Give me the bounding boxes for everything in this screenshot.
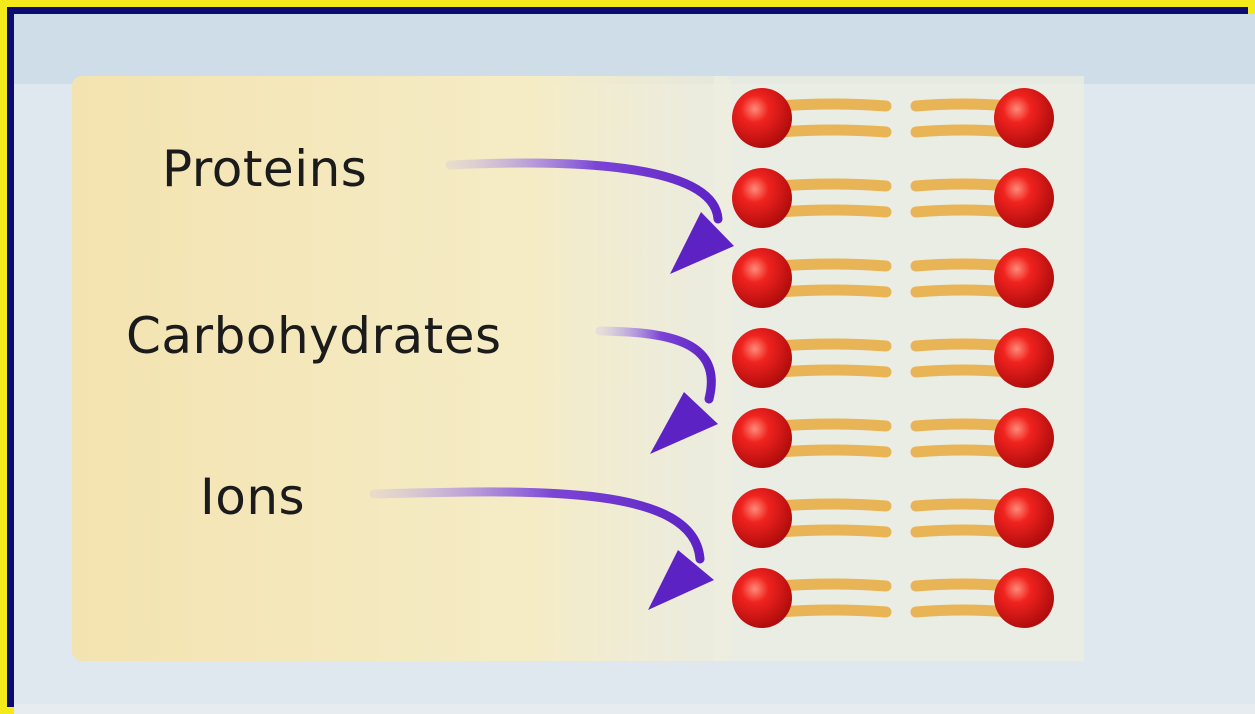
phosphate-head-left: [732, 488, 792, 548]
lipid-tail-right-upper: [916, 184, 1009, 186]
lipid-tail-left-lower: [779, 130, 886, 132]
lipid-tail-right-upper: [916, 344, 1009, 346]
lipid-tail-left-lower: [779, 210, 886, 212]
phosphate-head-right: [994, 248, 1054, 308]
lipid-tail-left-lower: [779, 290, 886, 292]
lipid-tail-right-upper: [916, 584, 1009, 586]
phosphate-head-right: [994, 168, 1054, 228]
lipid-tail-left-upper: [779, 264, 886, 266]
lipid-tail-right-lower: [916, 610, 1009, 612]
lipid-tail-left-lower: [779, 370, 886, 372]
membrane-diagram: Proteins Carbohydrates Ions: [14, 14, 1255, 714]
lipid-tail-right-lower: [916, 530, 1009, 532]
phosphate-head-left: [732, 328, 792, 388]
phosphate-head-right: [994, 88, 1054, 148]
label-ions: Ions: [200, 472, 305, 522]
bottom-edge: [14, 704, 1255, 714]
phosphate-head-right: [994, 488, 1054, 548]
phosphate-head-left: [732, 248, 792, 308]
label-carbohydrates: Carbohydrates: [126, 311, 502, 361]
lipid-tail-left-upper: [779, 424, 886, 426]
top-band: [14, 14, 1255, 84]
lipid-tail-right-lower: [916, 370, 1009, 372]
lipid-tail-left-upper: [779, 104, 886, 106]
lipid-tail-left-lower: [779, 530, 886, 532]
phosphate-head-left: [732, 408, 792, 468]
lipid-tail-left-upper: [779, 344, 886, 346]
lipid-tail-right-upper: [916, 504, 1009, 506]
lipid-tail-right-lower: [916, 290, 1009, 292]
lipid-tail-right-lower: [916, 210, 1009, 212]
lipid-tail-left-lower: [779, 610, 886, 612]
phosphate-head-right: [994, 408, 1054, 468]
lipid-tail-left-lower: [779, 450, 886, 452]
phosphate-head-left: [732, 168, 792, 228]
lipid-tail-left-upper: [779, 184, 886, 186]
lipid-tail-right-upper: [916, 264, 1009, 266]
phosphate-head-right: [994, 328, 1054, 388]
phosphate-head-left: [732, 88, 792, 148]
lipid-tail-right-upper: [916, 424, 1009, 426]
lipid-tail-left-upper: [779, 584, 886, 586]
lipid-tail-right-upper: [916, 104, 1009, 106]
lipid-tail-right-lower: [916, 450, 1009, 452]
label-proteins: Proteins: [162, 144, 367, 194]
phosphate-head-left: [732, 568, 792, 628]
phosphate-head-right: [994, 568, 1054, 628]
lipid-tail-right-lower: [916, 130, 1009, 132]
lipid-tail-left-upper: [779, 504, 886, 506]
